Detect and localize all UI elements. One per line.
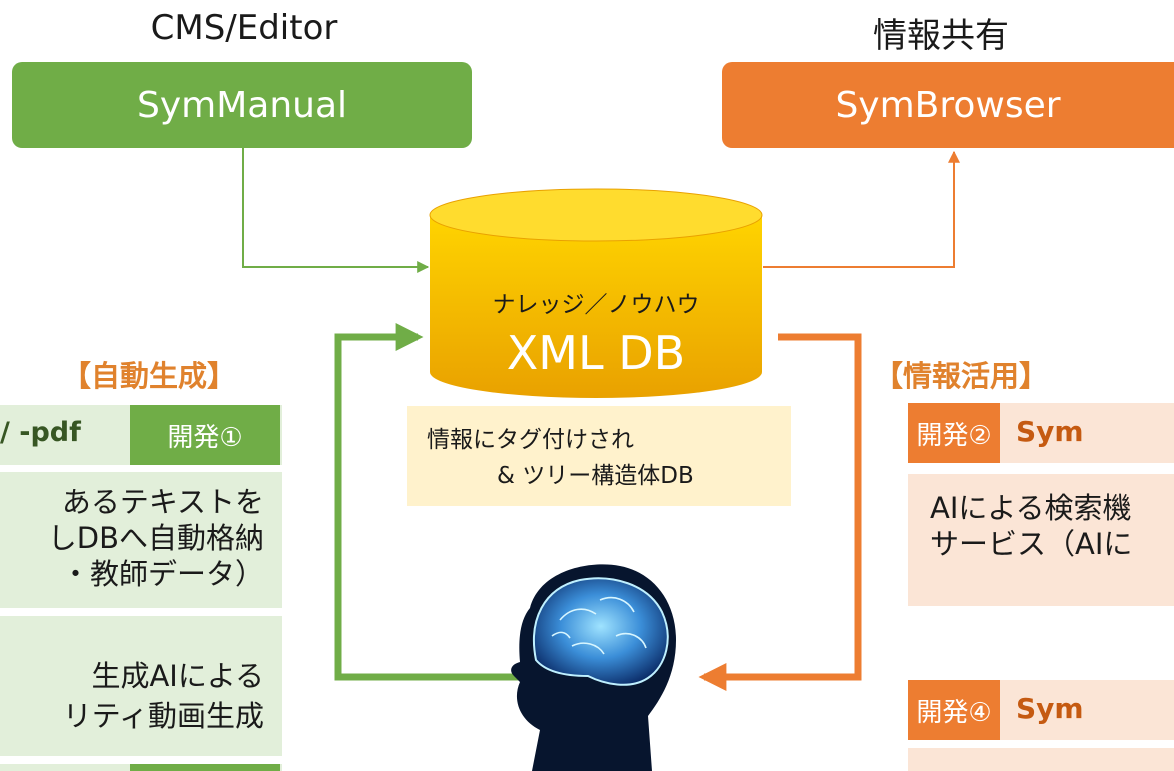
left-block-3-badge: [130, 764, 280, 771]
symmanual-box[interactable]: SymManual: [12, 62, 472, 148]
left-panel-header-text: / -pdf: [0, 417, 81, 448]
sym-product-name-1: Sym: [1016, 415, 1084, 448]
left-block-2-line1: 生成AIによる: [91, 659, 264, 693]
symmanual-label: SymManual: [136, 84, 348, 126]
arrow-db-to-ai: [698, 333, 862, 691]
left-section-heading: 【自動生成】: [62, 359, 237, 393]
arrow-manual-to-db: [242, 148, 430, 273]
left-block-1-line2: しDBへ自動格納: [47, 521, 264, 555]
symbrowser-label: SymBrowser: [835, 84, 1061, 126]
ai-brain-head-icon: [511, 564, 676, 771]
left-block-1: あるテキストを しDBへ自動格納 ・教師データ）: [0, 472, 282, 608]
left-tool-caption: CMS/Editor: [150, 8, 338, 48]
database-cylinder-icon: [429, 188, 763, 398]
right-block-1-line2: サービス（AIに: [930, 527, 1133, 561]
right-block-1-line1: AIによる検索機: [930, 491, 1132, 525]
right-block-1: AIによる検索機 サービス（AIに: [908, 474, 1174, 606]
left-block-1-line1: あるテキストを: [61, 485, 264, 519]
left-block-2-line2: リティ動画生成: [62, 699, 264, 733]
right-section-heading: 【情報活用】: [874, 359, 1049, 393]
dev4-badge: 開発④: [908, 680, 1000, 740]
db-title: XML DB: [506, 326, 686, 380]
arrow-ai-to-db: [334, 323, 520, 681]
left-block-2: 生成AIによる リティ動画生成: [0, 616, 282, 756]
dev1-badge: 開発①: [130, 405, 280, 465]
db-note-line1: 情報にタグ付けされ: [427, 427, 634, 453]
sym-product-name-2: Sym: [1016, 692, 1084, 725]
dev2-badge: 開発②: [908, 403, 1000, 463]
arrow-db-to-browser: [763, 150, 960, 268]
db-note-line2: & ツリー構造体DB: [497, 463, 694, 489]
symbrowser-box[interactable]: SymBrowser: [722, 62, 1174, 148]
right-tool-caption: 情報共有: [873, 16, 1009, 56]
left-block-1-line3: ・教師データ）: [60, 557, 264, 591]
right-block-2: [908, 748, 1174, 771]
db-subtitle: ナレッジ／ノウハウ: [492, 292, 700, 318]
db-note: 情報にタグ付けされ & ツリー構造体DB: [407, 406, 791, 506]
